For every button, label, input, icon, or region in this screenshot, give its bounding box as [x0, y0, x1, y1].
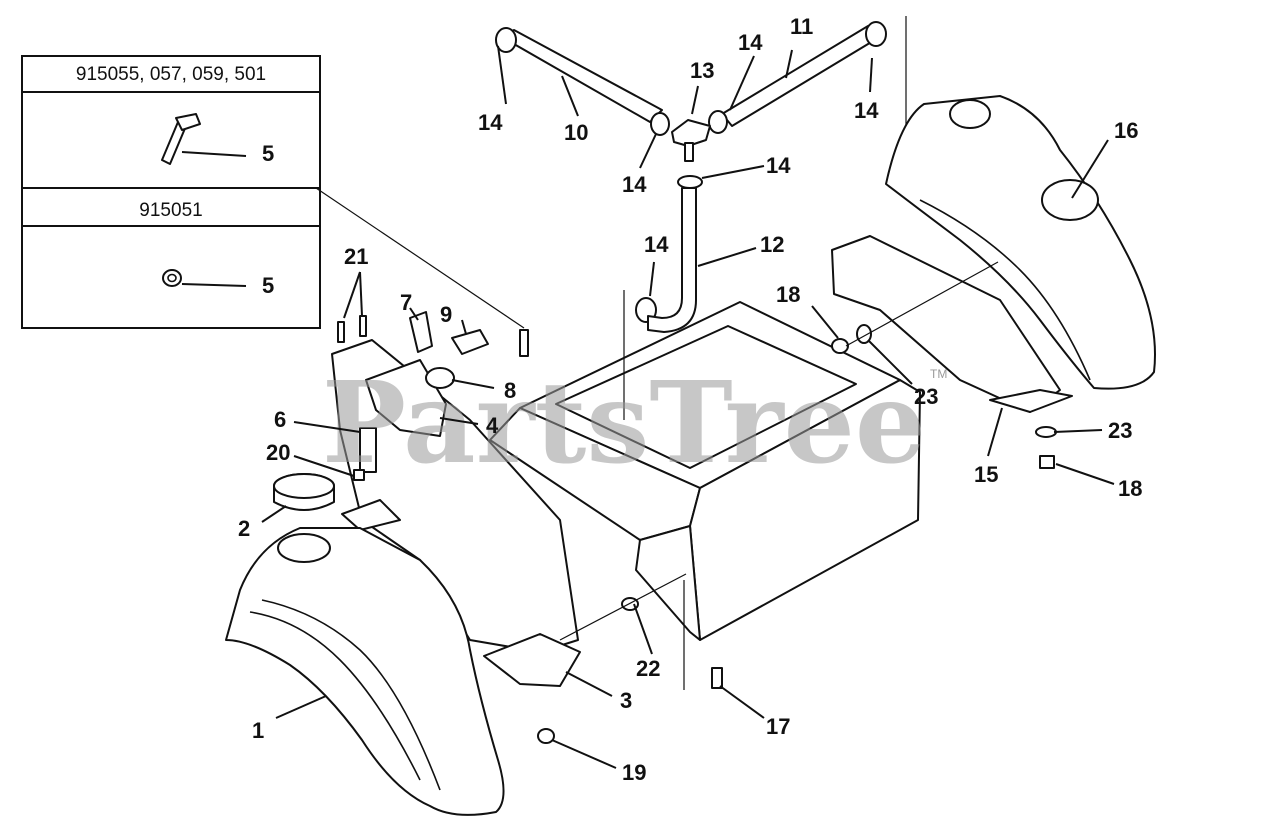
callout-22: 22: [636, 656, 660, 681]
callout-15: 15: [974, 462, 998, 487]
nut-part: [162, 269, 182, 287]
fuel-tube-10: [499, 29, 663, 123]
grommet-8: [425, 367, 455, 389]
callout-19: 19: [622, 760, 646, 785]
hose-clamp: [650, 112, 670, 136]
callout-14-a: 14: [478, 110, 503, 135]
callout-11: 11: [790, 14, 813, 39]
callout-12: 12: [760, 232, 784, 257]
callout-4: 4: [486, 413, 499, 438]
callout-2: 2: [238, 516, 250, 541]
gas-cap-2: [273, 473, 335, 511]
hose-clamp: [708, 110, 728, 134]
callout-3: 3: [620, 688, 632, 713]
callout-14-f: 14: [644, 232, 669, 257]
control-parts: [337, 311, 529, 481]
callout-14-c: 14: [854, 98, 879, 123]
bracket-15: [831, 235, 1073, 413]
nut-18: [1039, 455, 1055, 469]
callout-14-d: 14: [622, 172, 647, 197]
hose-clamp: [865, 21, 887, 47]
callout-1: 1: [252, 718, 264, 743]
model-variant-inset: 915055, 057, 059, 501 915051 5 5: [21, 55, 525, 329]
callout-18-b: 18: [1118, 476, 1142, 501]
callout-7: 7: [400, 290, 412, 315]
bolt-part: [161, 113, 201, 165]
fuel-tube-12: [647, 187, 697, 333]
nut-19: [537, 728, 555, 744]
hose-clamp: [677, 175, 703, 189]
hardware: [537, 261, 1057, 744]
callout-23-b: 23: [1108, 418, 1132, 443]
callout-inset-5b: 5: [262, 273, 274, 298]
callout-21: 21: [344, 244, 368, 269]
svg-text:PartsTree: PartsTree: [322, 358, 926, 489]
callout-14-b: 14: [738, 30, 763, 55]
callout-10: 10: [564, 120, 588, 145]
nut-18: [831, 338, 849, 354]
tee-fitting-13: [671, 119, 711, 162]
fender-1: [225, 527, 505, 816]
watermark: PartsTree TM: [322, 358, 947, 489]
callout-17: 17: [766, 714, 790, 739]
callout-labels: 1 2 3 4 6 7 8 9 10 11 12 13 14 14 14 14 …: [238, 14, 1142, 785]
fender-16: [885, 95, 1156, 390]
callout-23-a: 23: [914, 384, 938, 409]
svg-text:TM: TM: [930, 367, 947, 381]
callout-6: 6: [274, 407, 286, 432]
callout-16: 16: [1114, 118, 1138, 143]
leader-lines: [261, 45, 1115, 769]
inset-models-2: 915051: [139, 200, 202, 221]
screw-21: [337, 321, 345, 343]
hose-clamp: [495, 27, 517, 53]
callout-18-a: 18: [776, 282, 800, 307]
callout-8: 8: [504, 378, 516, 403]
washer-23: [1035, 426, 1057, 438]
callout-14-e: 14: [766, 153, 791, 178]
switch-7: [409, 311, 433, 353]
main-frame: [489, 16, 921, 690]
clip-9: [451, 329, 489, 355]
bolt-5: [519, 329, 529, 357]
callout-20: 20: [266, 440, 290, 465]
inset-models-1: 915055, 057, 059, 501: [76, 64, 266, 85]
screw-21: [359, 315, 367, 337]
handle-6: [359, 427, 377, 473]
bolt-17: [711, 667, 723, 689]
callout-inset-5a: 5: [262, 141, 274, 166]
callout-9: 9: [440, 302, 452, 327]
callout-13: 13: [690, 58, 714, 83]
fuel-line-assembly: [495, 21, 887, 333]
